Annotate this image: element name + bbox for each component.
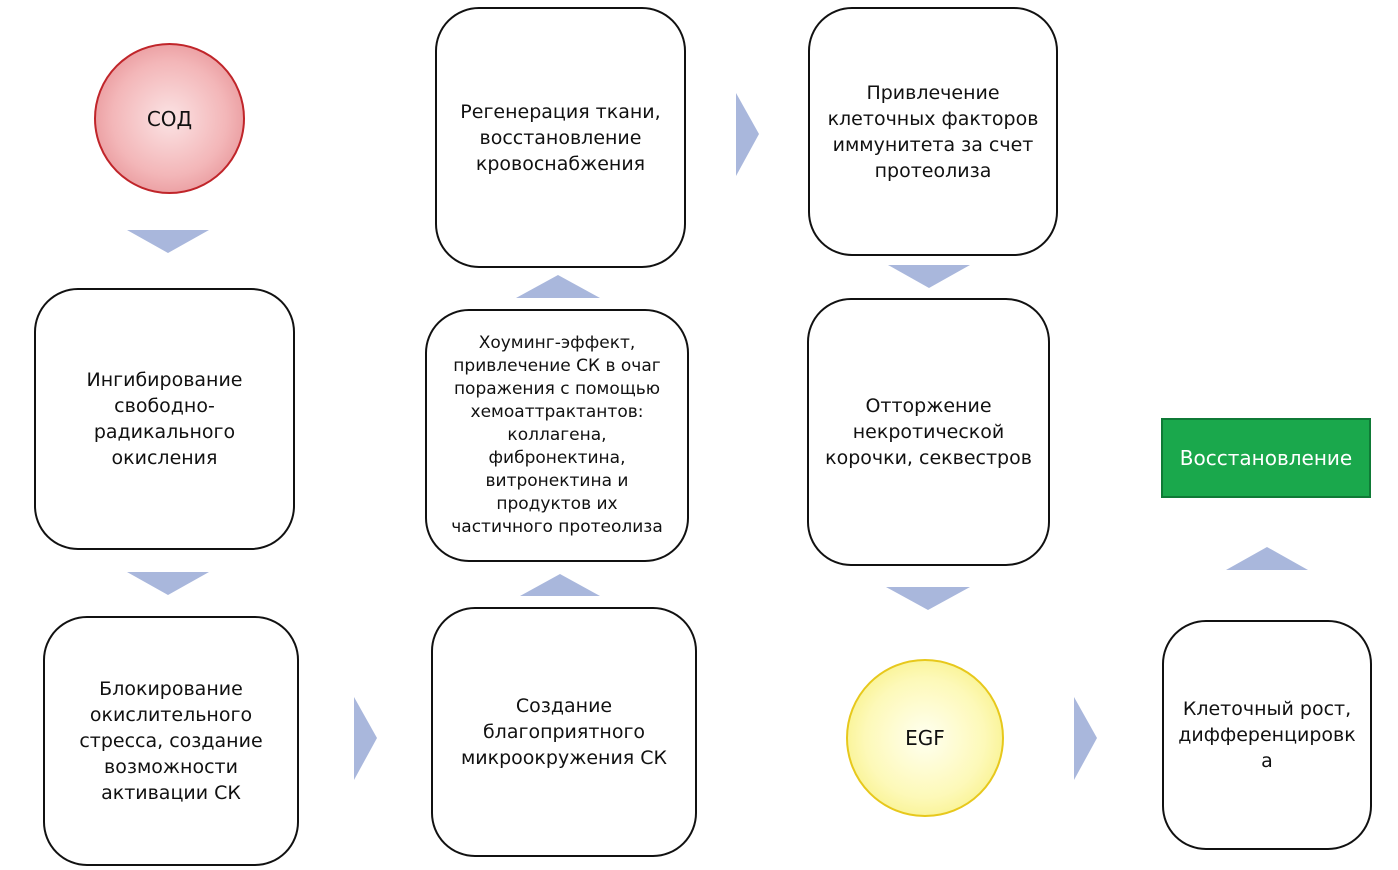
arrow-right-blocking-to-microenv: [354, 697, 377, 780]
arrow-up-homing-to-regeneration: [516, 275, 600, 298]
arrow-right-egf-to-growth: [1074, 697, 1097, 780]
node-sod-label: СОД: [146, 106, 193, 131]
arrow-down-inhibition-to-blocking: [127, 572, 209, 595]
node-homing: Хоуминг-эффект, привлечение СК в очаг по…: [425, 309, 689, 562]
node-homing-label: Хоуминг-эффект, привлечение СК в очаг по…: [451, 333, 663, 537]
node-microenv-label: Создание благоприятного микроокружения С…: [460, 695, 668, 769]
node-growth: Клеточный рост, дифференцировк а: [1162, 620, 1372, 850]
node-rejection: Отторжение некротической корочки, секвес…: [807, 298, 1050, 566]
arrow-down-attraction-to-rejection: [888, 265, 970, 288]
node-recovery-label: Восстановление: [1179, 446, 1353, 470]
node-egf-label: EGF: [905, 726, 945, 750]
node-regeneration-label: Регенерация ткани, восстановление кровос…: [460, 100, 661, 175]
node-recovery: Восстановление: [1161, 418, 1371, 498]
node-egf: EGF: [846, 659, 1004, 817]
node-inhibition-label: Ингибирование свободно- радикального оки…: [86, 369, 243, 469]
node-attraction: Привлечение клеточных факторов иммунитет…: [808, 7, 1058, 256]
node-regeneration: Регенерация ткани, восстановление кровос…: [435, 7, 686, 268]
node-blocking: Блокирование окислительного стресса, соз…: [43, 616, 299, 866]
node-sod: СОД: [94, 43, 245, 194]
node-rejection-label: Отторжение некротической корочки, секвес…: [825, 395, 1032, 469]
node-growth-label: Клеточный рост, дифференцировк а: [1178, 698, 1356, 772]
arrow-down-sod-to-inhibition: [127, 230, 209, 253]
arrow-up-growth-to-recovery: [1226, 547, 1308, 570]
node-inhibition: Ингибирование свободно- радикального оки…: [34, 288, 295, 550]
node-blocking-label: Блокирование окислительного стресса, соз…: [79, 678, 263, 804]
arrow-down-rejection-to-egf: [886, 587, 970, 610]
node-microenv: Создание благоприятного микроокружения С…: [431, 607, 697, 857]
arrow-up-microenv-to-homing: [520, 574, 600, 596]
node-attraction-label: Привлечение клеточных факторов иммунитет…: [827, 81, 1039, 182]
arrow-right-regeneration-to-attraction: [736, 93, 759, 176]
